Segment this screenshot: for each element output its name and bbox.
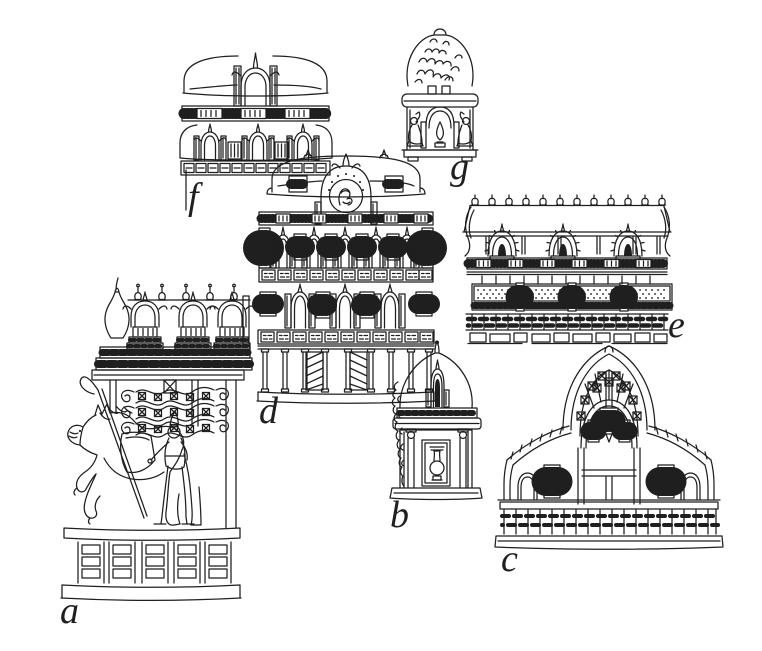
figure-b-drawing bbox=[389, 340, 483, 501]
figure-e-label: e bbox=[668, 304, 685, 346]
figure-e-drawing bbox=[462, 194, 672, 345]
figure-c-label: c bbox=[501, 538, 518, 580]
figure-d-drawing bbox=[243, 149, 449, 404]
figure-a-drawing bbox=[60, 277, 256, 601]
figure-g-drawing bbox=[401, 28, 479, 162]
figure-c-drawing bbox=[494, 345, 724, 550]
figure-b-label: b bbox=[390, 494, 409, 536]
figure-a-label: a bbox=[60, 590, 79, 632]
figure-g-label: g bbox=[450, 146, 469, 188]
figure-f-label: f bbox=[188, 176, 199, 218]
figure-d-label: d bbox=[259, 390, 278, 432]
figure-f-drawing bbox=[178, 52, 333, 211]
